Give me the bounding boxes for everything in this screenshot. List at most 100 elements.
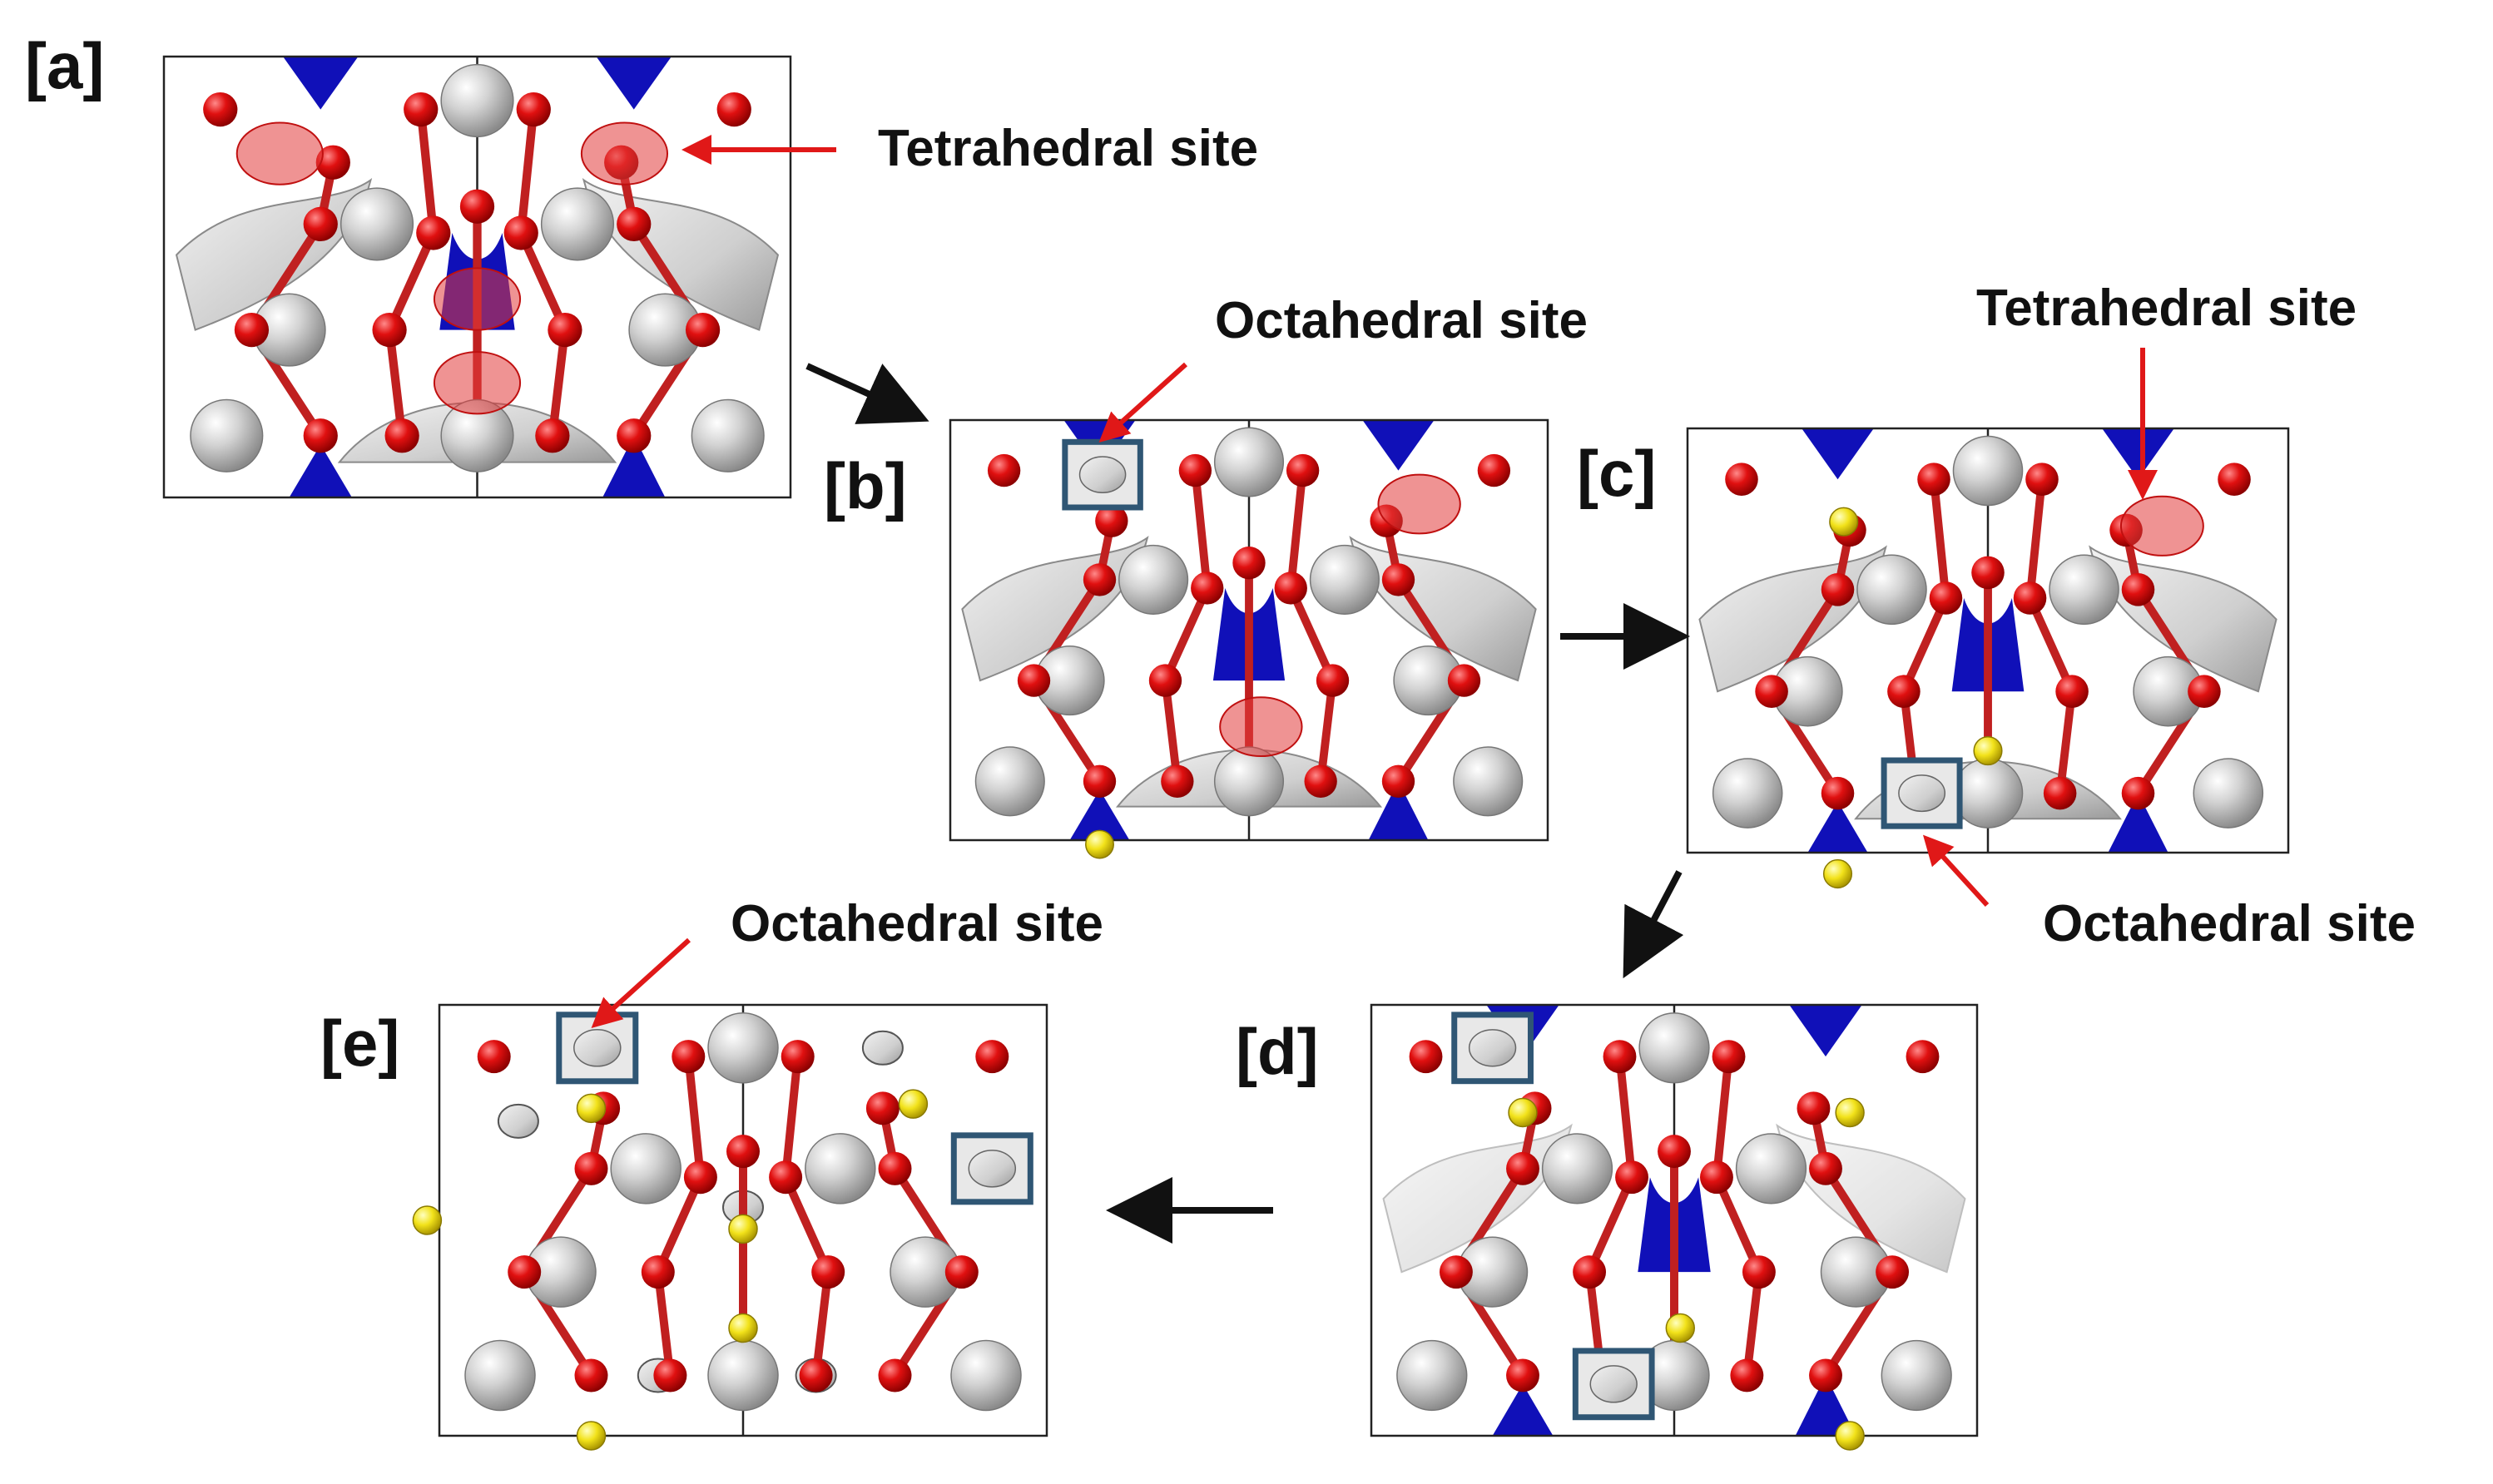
oxygen-atom [1971,556,2005,590]
octahedral-site-label-b: Octahedral site [1215,292,1588,349]
metal-oxygen-bond [1585,1173,1637,1277]
dopant-atom [1665,1313,1695,1343]
metal-atom [2193,758,2264,829]
isosurface-blue-top-right [596,57,672,110]
dopant-atom [1829,507,1859,537]
metal-oxygen-bond [684,1052,705,1182]
metal-atom [1952,758,2024,829]
isosurface-blue-bottom-left [1069,789,1130,840]
flow-arrow-icon [805,363,929,424]
oxygen-atom [641,1255,675,1289]
metal-oxygen-bond [1161,676,1182,786]
oxygen-atom [1506,1358,1539,1392]
oxygen-atom [2013,581,2047,615]
tetrahedral-site-highlight [580,121,669,186]
oxygen-atom [1603,1040,1637,1074]
metal-oxygen-bond [811,1268,833,1380]
panel-c [1686,427,2290,889]
oxygen-atom [1906,1040,1940,1074]
oxygen-atom [574,1151,608,1185]
isosurface-blue-top-left [1802,428,1874,480]
oxygen-atom [685,312,721,348]
oxygen-atom [716,92,751,127]
metal-oxygen-bond [1712,1052,1733,1182]
octahedral-site-isosurface [1898,774,1946,813]
metal-oxygen-bond [517,105,538,238]
metal-atom [691,398,765,472]
oxygen-atom [1232,547,1266,580]
oxygen-atom [617,206,652,242]
isosurface-blob [497,1103,539,1139]
metal-atom [190,398,264,472]
oxygen-atom [1477,453,1511,487]
oxygen-atom [1286,453,1320,487]
oxygen-atom [508,1255,542,1289]
oxygen-atom [726,1135,760,1169]
oxygen-atom [781,1040,815,1074]
isosurface-blue-bottom-left [289,444,352,497]
oxygen-atom [1381,764,1415,798]
metal-oxygen-bond [1286,584,1337,685]
octahedral-site-isosurface [1589,1365,1638,1403]
metal-oxygen-bond [517,228,570,334]
dopant-atom [1973,736,2003,766]
oxygen-atom [1809,1151,1842,1185]
oxygen-atom [1304,764,1337,798]
oxygen-atom [1447,664,1481,697]
tetrahedral-site-label-c: Tetrahedral site [1976,279,2357,337]
metal-atom [1396,1339,1468,1412]
oxygen-atom [372,312,407,348]
metal-oxygen-bond [2025,475,2046,602]
metal-oxygen-bond [1316,676,1337,786]
metal-atom [1856,554,1927,626]
oxygen-atom [1821,776,1855,810]
metal-oxygen-bond [548,325,570,440]
oxygen-atom [1178,453,1212,487]
oxygen-atom [548,312,582,348]
oxygen-atom [975,1040,1009,1074]
oxygen-atom [1917,463,1950,496]
oxygen-atom [459,189,495,224]
oxygen-atom [1316,664,1350,697]
oxygen-atom [1797,1091,1831,1125]
oxygen-atom [315,145,350,180]
oxygen-atom [2055,675,2089,708]
metal-atom [1735,1133,1807,1205]
metal-atom [340,187,414,261]
panel-d-label: [d] [1236,1015,1319,1088]
oxygen-atom [1409,1040,1443,1074]
oxygen-atom [2121,573,2155,606]
oxygen-atom [1712,1040,1746,1074]
oxygen-atom [1506,1151,1539,1185]
octahedral-site-isosurface [573,1029,622,1067]
oxygen-atom [416,215,451,250]
oxygen-atom [1191,571,1224,605]
oxygen-atom [535,418,570,453]
oxygen-atom [2043,776,2077,810]
metal-atom [440,63,514,138]
metal-oxygen-bond [1191,466,1212,592]
oxygen-atom [1381,563,1415,596]
metal-atom [1213,746,1285,817]
metal-atom [707,1339,779,1412]
metal-atom [1952,435,2024,507]
oxygen-atom [503,215,538,250]
metal-oxygen-bond [1742,1268,1763,1380]
metal-atom [950,1339,1022,1412]
oxygen-atom [944,1255,979,1289]
metal-atom [1118,544,1189,615]
metal-oxygen-bond [2025,594,2077,696]
metal-oxygen-bond [653,1268,675,1380]
metal-oxygen-bond [1712,1173,1763,1277]
octahedral-site-label-e: Octahedral site [731,895,1103,952]
metal-oxygen-bond [384,325,407,440]
octahedral-site-isosurface [1468,1029,1517,1067]
oxygen-atom [769,1160,803,1195]
isosurface-blue-bottom-left [1492,1383,1554,1436]
octahedral-site-isosurface [968,1150,1017,1188]
metal-oxygen-bond [416,105,438,238]
panel-a-label: [a] [25,29,105,102]
octahedral-site-isosurface [1078,456,1127,494]
metal-oxygen-bond [2055,687,2077,798]
